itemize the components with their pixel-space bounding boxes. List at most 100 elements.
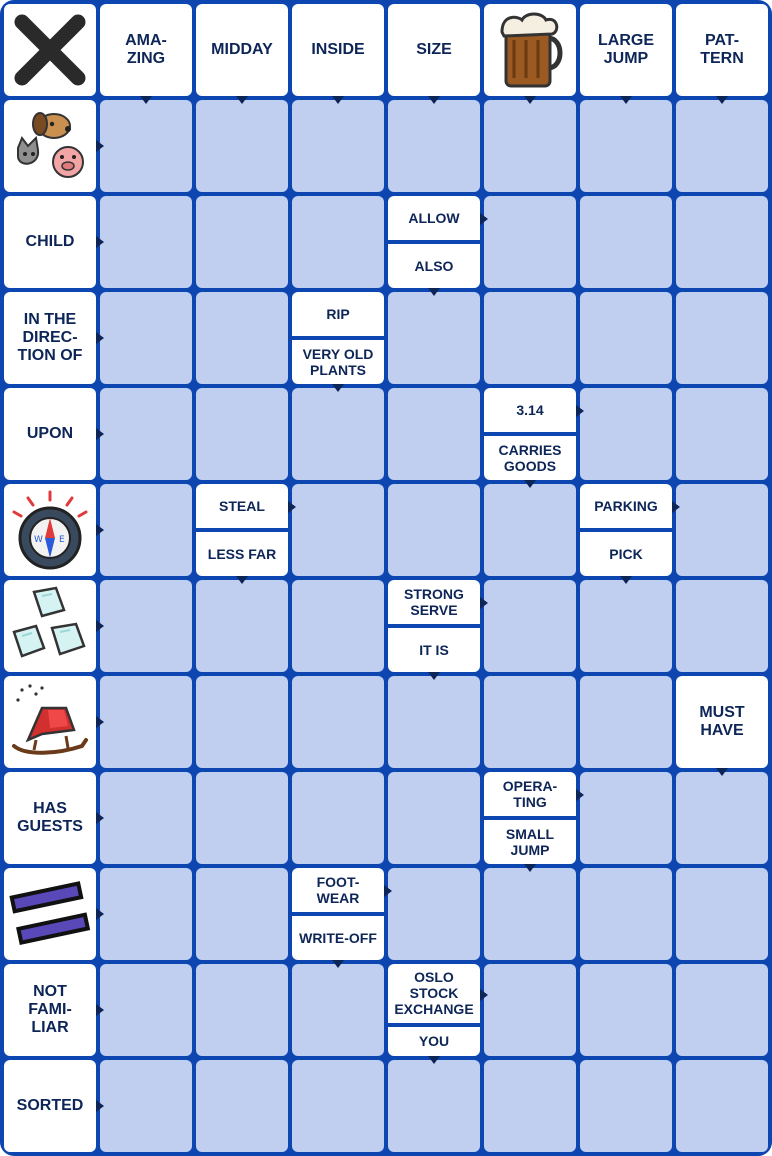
answer-cell[interactable] xyxy=(100,292,192,384)
answer-cell[interactable] xyxy=(196,580,288,672)
answer-cell[interactable] xyxy=(484,196,576,288)
answer-cell[interactable] xyxy=(388,1060,480,1152)
answer-cell[interactable] xyxy=(484,868,576,960)
answer-cell[interactable] xyxy=(676,100,768,192)
answer-cell[interactable] xyxy=(100,772,192,864)
clue-cell: HAS GUESTS xyxy=(4,772,96,864)
answer-cell[interactable] xyxy=(196,1060,288,1152)
answer-cell[interactable] xyxy=(100,1060,192,1152)
answer-cell[interactable] xyxy=(580,292,672,384)
clue-text: INSIDE xyxy=(311,41,365,58)
answer-cell[interactable] xyxy=(388,292,480,384)
arrow-down-icon xyxy=(716,96,728,104)
clue-text: MUST HAVE xyxy=(699,704,745,739)
answer-cell[interactable] xyxy=(100,196,192,288)
answer-cell[interactable] xyxy=(676,196,768,288)
answer-cell[interactable] xyxy=(580,196,672,288)
answer-cell[interactable] xyxy=(292,484,384,576)
clue-text: SIZE xyxy=(416,41,452,58)
clue-cell: INSIDE xyxy=(292,4,384,96)
clue-cell: PAT- TERN xyxy=(676,4,768,96)
answer-cell[interactable] xyxy=(484,1060,576,1152)
equals-sign-icon xyxy=(8,872,92,956)
arrow-right-icon xyxy=(576,789,584,801)
answer-cell[interactable] xyxy=(388,484,480,576)
answer-cell[interactable] xyxy=(580,580,672,672)
answer-cell[interactable] xyxy=(580,964,672,1056)
answer-cell[interactable] xyxy=(388,100,480,192)
clue-text: NOT FAMI- LIAR xyxy=(28,983,72,1036)
arrow-right-icon xyxy=(96,1004,104,1016)
answer-cell[interactable] xyxy=(100,484,192,576)
answer-cell[interactable] xyxy=(676,580,768,672)
answer-cell[interactable] xyxy=(676,484,768,576)
clue-cell: AMA- ZING xyxy=(100,4,192,96)
answer-cell[interactable] xyxy=(196,868,288,960)
answer-cell[interactable] xyxy=(100,388,192,480)
clue-text: IN THE DIREC- TION OF xyxy=(17,311,83,364)
clue-text: FOOT- WEAR xyxy=(316,874,360,906)
answer-cell[interactable] xyxy=(292,964,384,1056)
answer-cell[interactable] xyxy=(388,388,480,480)
answer-cell[interactable] xyxy=(484,676,576,768)
answer-cell[interactable] xyxy=(196,100,288,192)
answer-cell[interactable] xyxy=(580,388,672,480)
answer-cell[interactable] xyxy=(484,964,576,1056)
answer-cell[interactable] xyxy=(196,964,288,1056)
arrow-down-icon xyxy=(140,96,152,104)
answer-cell[interactable] xyxy=(292,100,384,192)
clue-text: IT IS xyxy=(388,624,480,672)
answer-cell[interactable] xyxy=(676,964,768,1056)
clue-text: STRONG SERVE xyxy=(404,586,464,618)
answer-cell[interactable] xyxy=(196,772,288,864)
answer-cell[interactable] xyxy=(676,1060,768,1152)
answer-cell[interactable] xyxy=(484,100,576,192)
answer-cell[interactable] xyxy=(580,100,672,192)
answer-cell[interactable] xyxy=(196,292,288,384)
answer-cell[interactable] xyxy=(388,772,480,864)
answer-cell[interactable] xyxy=(100,580,192,672)
answer-cell[interactable] xyxy=(196,676,288,768)
arrow-down-icon xyxy=(428,1056,440,1064)
svg-text:E: E xyxy=(59,535,65,545)
answer-cell[interactable] xyxy=(484,580,576,672)
answer-cell[interactable] xyxy=(388,868,480,960)
answer-cell[interactable] xyxy=(100,964,192,1056)
answer-cell[interactable] xyxy=(292,1060,384,1152)
answer-cell[interactable] xyxy=(484,484,576,576)
answer-cell[interactable] xyxy=(676,292,768,384)
arrow-right-icon xyxy=(672,501,680,513)
answer-cell[interactable] xyxy=(484,292,576,384)
arrow-right-icon xyxy=(96,620,104,632)
answer-cell[interactable] xyxy=(388,676,480,768)
answer-cell[interactable] xyxy=(676,388,768,480)
answer-cell[interactable] xyxy=(676,868,768,960)
answer-cell[interactable] xyxy=(580,1060,672,1152)
answer-cell[interactable] xyxy=(580,676,672,768)
arrow-down-icon xyxy=(236,96,248,104)
answer-cell[interactable] xyxy=(676,772,768,864)
answer-cell[interactable] xyxy=(292,388,384,480)
answer-cell[interactable] xyxy=(100,100,192,192)
clue-text: OPERA- TING xyxy=(502,778,558,810)
answer-cell[interactable] xyxy=(100,676,192,768)
answer-cell[interactable] xyxy=(196,388,288,480)
clue-text: LARGE JUMP xyxy=(598,32,654,67)
answer-cell[interactable] xyxy=(292,196,384,288)
picture-clue-cell xyxy=(4,868,96,960)
arrow-right-icon xyxy=(480,988,488,1001)
answer-cell[interactable] xyxy=(292,580,384,672)
answer-cell[interactable] xyxy=(580,772,672,864)
arrow-right-icon xyxy=(480,597,488,609)
clue-text: HAS GUESTS xyxy=(17,800,83,835)
answer-cell[interactable] xyxy=(292,676,384,768)
answer-cell[interactable] xyxy=(196,196,288,288)
answer-cell[interactable] xyxy=(292,772,384,864)
answer-cell[interactable] xyxy=(100,868,192,960)
answer-cell[interactable] xyxy=(580,868,672,960)
clue-cell: LARGE JUMP xyxy=(580,4,672,96)
